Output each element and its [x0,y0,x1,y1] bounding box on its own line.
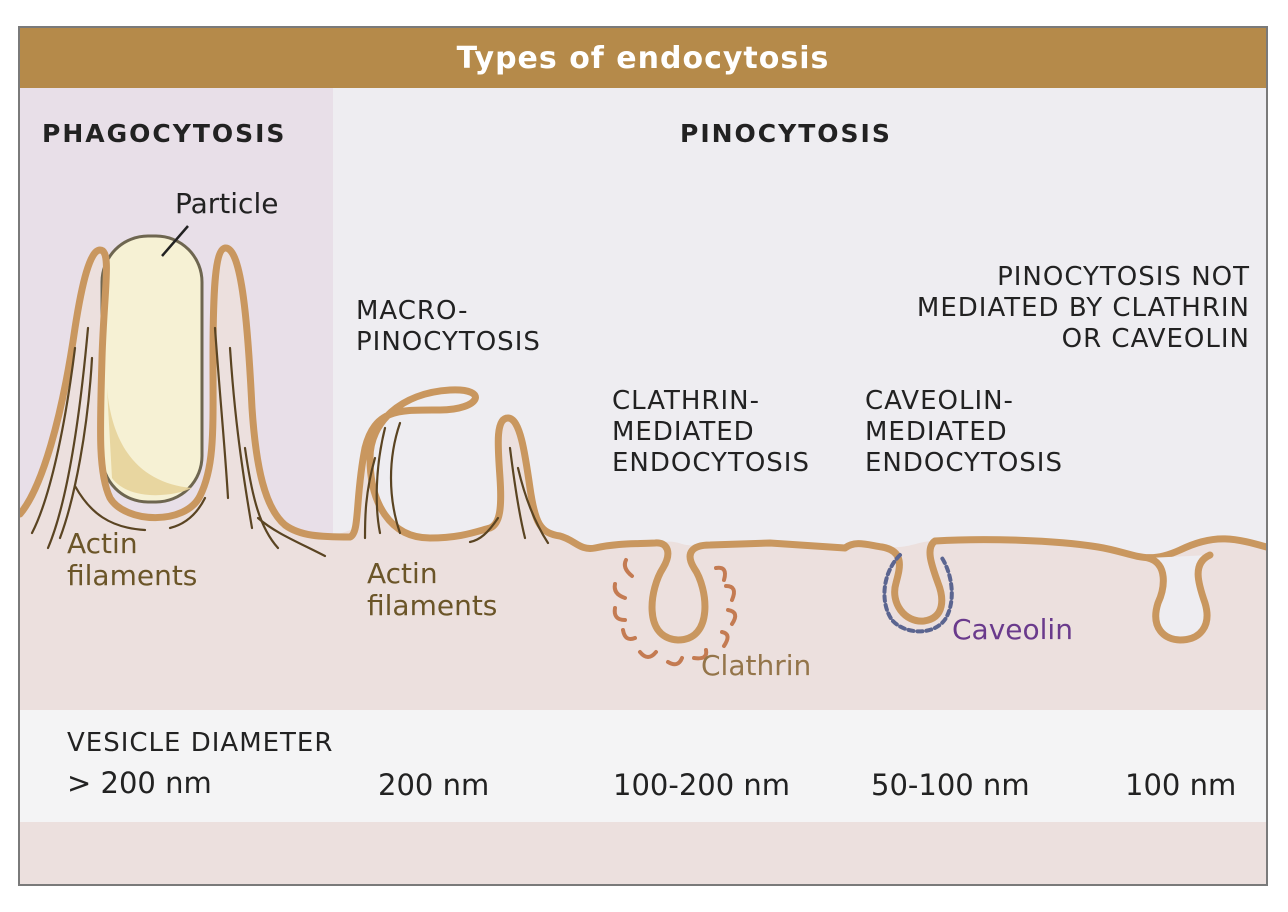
particle-shading [107,388,192,496]
diagram-title: Types of endocytosis [456,40,830,76]
diagram-illustration [20,88,1266,667]
section-heading-pinocytosis: PINOCYTOSIS [680,119,892,148]
plasma-membrane [20,244,1266,644]
particle-pointer [161,225,189,257]
label-not-mediated: PINOCYTOSIS NOT MEDIATED BY CLATHRIN OR … [916,262,1250,354]
diameter-macropinocytosis: 200 nm [378,768,490,802]
label-clathrin: Clathrin [701,649,812,682]
vesicle-diameter-band [20,710,1266,822]
caveolin-coat [882,553,954,634]
vesicle-diameter-heading: VESICLE DIAMETER [67,728,334,758]
pinocytic-invagination [1144,551,1214,644]
label-clathrin-mediated: CLATHRIN- MEDIATED ENDOCYTOSIS [612,386,810,478]
label-caveolin: Caveolin [952,613,1073,646]
label-caveolin-mediated: CAVEOLIN- MEDIATED ENDOCYTOSIS [865,386,1063,478]
label-macropinocytosis: MACRO- PINOCYTOSIS [356,296,541,357]
diameter-clathrin: 100-200 nm [613,768,791,802]
title-bar: Types of endocytosis [20,28,1266,88]
actin-filaments [30,326,550,558]
diameter-phagocytosis: > 200 nm [67,766,212,800]
clathrin-coat [612,558,738,667]
diameter-other: 100 nm [1125,768,1237,802]
label-actin-filaments-macropinocytosis: Actin filaments [367,557,498,622]
diameter-caveolin: 50-100 nm [871,768,1030,802]
label-particle: Particle [175,187,279,220]
section-heading-phagocytosis: PHAGOCYTOSIS [42,119,287,148]
label-actin-filaments-phagocytosis: Actin filaments [67,527,198,592]
diagram-frame: Types of endocytosis PHAGOCYTOSIS PINOCY… [18,26,1268,886]
